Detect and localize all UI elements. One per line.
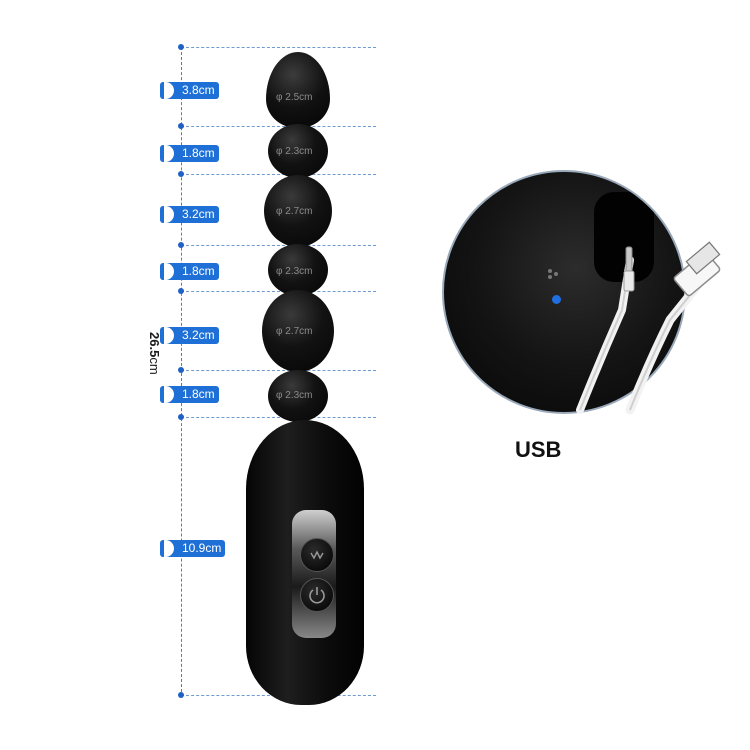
power-button[interactable]	[300, 578, 334, 612]
tick-line	[181, 291, 376, 292]
bead	[268, 124, 328, 178]
bead-diameter-label: φ 2.3cm	[276, 146, 313, 157]
total-length-value: 26.5	[147, 332, 162, 358]
charging-port-icon	[548, 269, 558, 279]
tick-dot	[178, 414, 184, 420]
vibration-button[interactable]	[300, 538, 334, 572]
bead-diameter-label: φ 2.5cm	[276, 92, 313, 103]
segment-label: 1.8cm	[160, 145, 219, 162]
bead	[268, 370, 328, 422]
bead	[268, 244, 328, 296]
tick-line	[181, 47, 376, 48]
tick-line	[181, 417, 376, 418]
audio-jack-icon	[623, 246, 635, 292]
bead	[264, 175, 332, 247]
status-led	[552, 295, 561, 304]
bead-diameter-label: φ 2.3cm	[276, 390, 313, 401]
bead	[262, 290, 334, 372]
segment-label: 1.8cm	[160, 263, 219, 280]
usb-label: USB	[515, 437, 562, 462]
tick-line	[181, 370, 376, 371]
vibration-icon	[310, 550, 324, 560]
bead-diameter-label: φ 2.7cm	[276, 206, 313, 217]
segment-label: 3.8cm	[160, 82, 219, 99]
total-length-label: 26.5cm	[138, 332, 162, 392]
tick-line	[181, 245, 376, 246]
usb-cable-icon	[576, 241, 721, 415]
tick-dot	[178, 288, 184, 294]
total-length-unit: cm	[147, 357, 162, 375]
handle-cap	[594, 192, 654, 282]
control-panel	[292, 510, 336, 638]
segment-label: 3.2cm	[160, 206, 219, 223]
segment-label: 10.9cm	[160, 540, 226, 557]
power-icon	[309, 587, 325, 604]
tick-line	[181, 126, 376, 127]
tick-dot	[178, 171, 184, 177]
tick-dot	[178, 367, 184, 373]
bead-diameter-label: φ 2.7cm	[276, 326, 313, 337]
segment-label: 3.2cm	[160, 327, 219, 344]
bead-diameter-label: φ 2.3cm	[276, 266, 313, 277]
tick-dot	[178, 692, 184, 698]
tick-dot	[178, 242, 184, 248]
bead-tip	[266, 52, 330, 128]
segment-label: 1.8cm	[160, 386, 219, 403]
tick-dot	[178, 123, 184, 129]
tick-line	[181, 174, 376, 175]
tick-dot	[178, 44, 184, 50]
